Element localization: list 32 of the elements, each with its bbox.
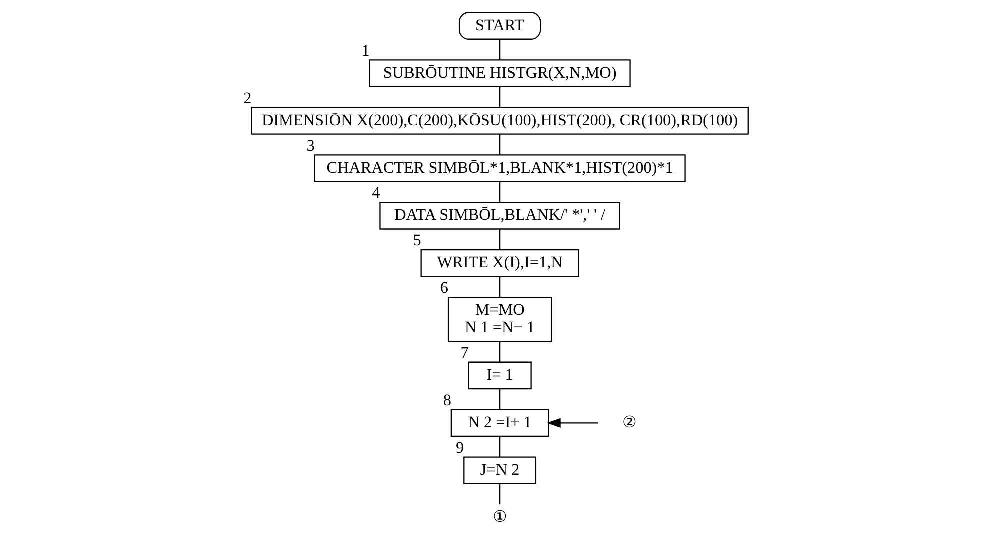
node-label: 2 (244, 89, 252, 108)
connector (499, 389, 501, 410)
node-label: 8 (443, 391, 452, 410)
connector (499, 484, 501, 504)
connector (499, 40, 501, 60)
node-label: 9 (456, 438, 464, 457)
node-label: 3 (306, 136, 315, 155)
node-box: DATA SIMBŌL,BLANK/' *',' ' / (380, 202, 620, 230)
connector (499, 87, 501, 108)
node-label: 4 (372, 184, 380, 202)
connector (499, 277, 501, 298)
connector (499, 342, 501, 362)
connector (499, 229, 501, 250)
connector (499, 436, 501, 458)
node-box: START (458, 12, 542, 40)
node-label: 1 (362, 42, 370, 60)
node-box: SUBRŌUTINE HISTGR(X,N,MO) (369, 60, 631, 88)
node-box: J=N 2 (464, 456, 537, 484)
node-label: 7 (460, 344, 469, 362)
node-box: WRITE X(I),I=1,N (420, 250, 580, 278)
node-text: ① (493, 508, 508, 526)
arrow (546, 418, 598, 428)
node-box: CHARACTER SIMBŌL*1,BLANK*1,HIST(200)*1 (314, 154, 686, 182)
node-text: ② (622, 413, 637, 432)
connector (499, 182, 501, 202)
node-label: 5 (413, 232, 422, 250)
node-box: I= 1 (468, 362, 532, 390)
node-box: N 2 =I+ 1 (450, 409, 550, 438)
node-box: M=MO N 1 =N− 1 (448, 296, 552, 342)
node-box: DIMENSIŌN X(200),C(200),KŌSU(100),HIST(200), CR(100),RD(100) (251, 107, 749, 135)
node-label: 6 (440, 279, 449, 298)
connector (499, 134, 501, 155)
